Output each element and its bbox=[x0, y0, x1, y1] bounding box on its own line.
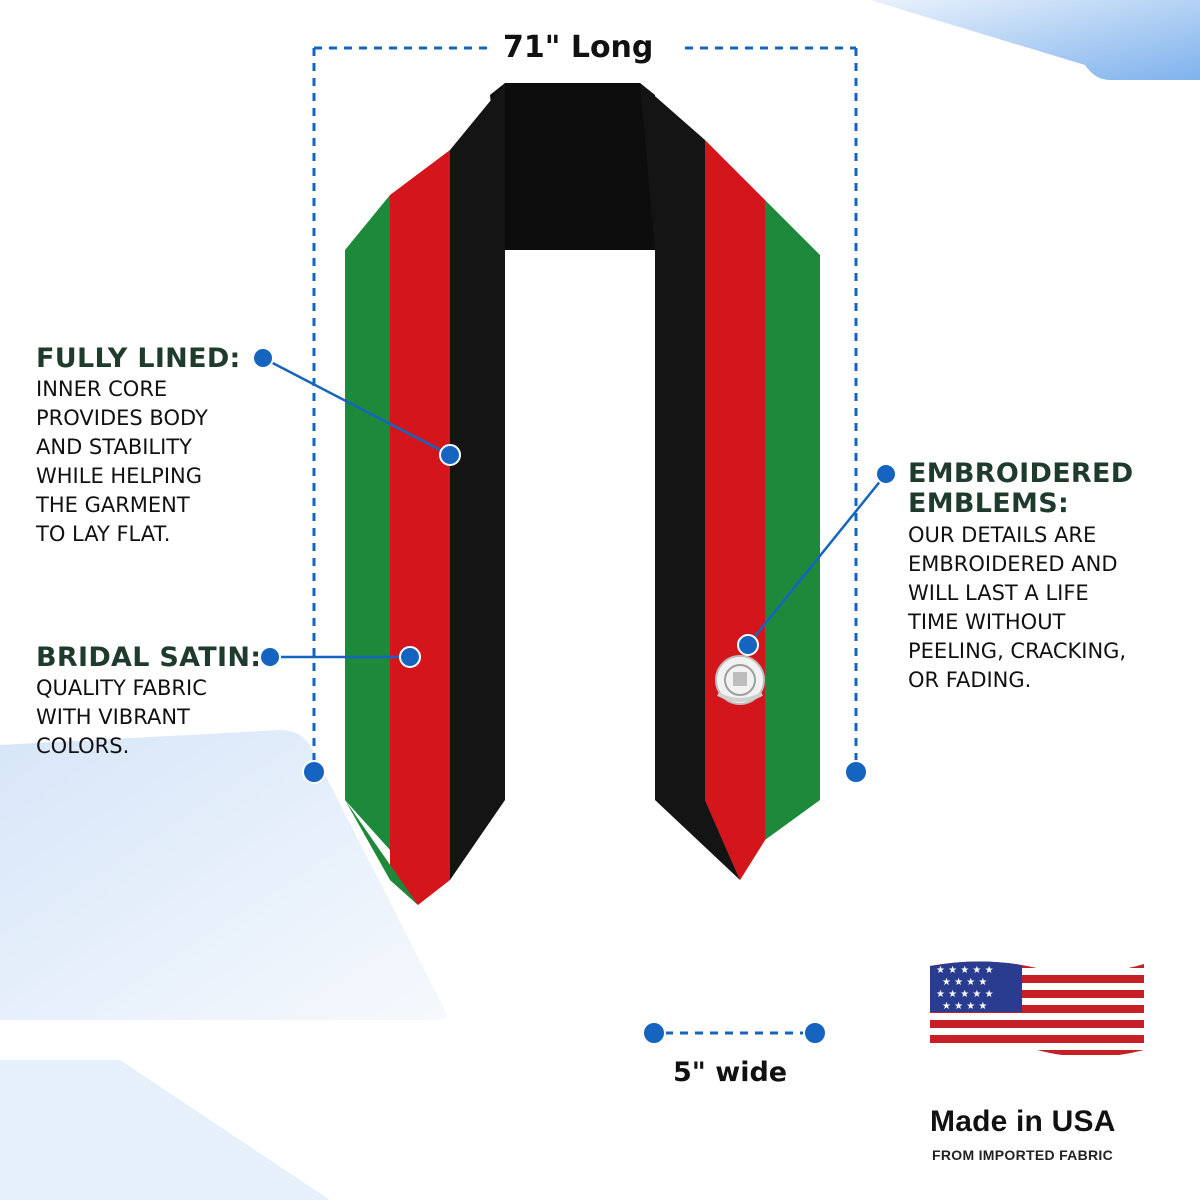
width-right-marker bbox=[803, 1021, 827, 1045]
callout-dot-emblem-label bbox=[875, 463, 897, 485]
bridal-satin-title: BRIDAL SATIN: bbox=[36, 642, 262, 673]
callout-dot-emblem-target bbox=[737, 634, 759, 656]
made-in-usa-subtitle: FROM IMPORTED FABRIC bbox=[932, 1147, 1113, 1163]
callout-dot-lined-label bbox=[252, 347, 274, 369]
us-flag-icon: ★ ★ ★ ★ ★ ★ ★ ★ ★ ★ ★ ★ ★ ★ ★ ★ ★ ★ bbox=[930, 961, 1144, 1055]
length-label: 71" Long bbox=[495, 30, 662, 66]
svg-text:★ ★ ★ ★ ★: ★ ★ ★ ★ ★ bbox=[936, 965, 994, 976]
svg-text:★ ★ ★ ★ ★: ★ ★ ★ ★ ★ bbox=[936, 989, 994, 1000]
width-label: 5" wide bbox=[665, 1055, 796, 1091]
callout-dot-satin-label bbox=[259, 646, 281, 668]
embroidered-emblems-body: OUR DETAILS ARE EMBROIDERED AND WILL LAS… bbox=[908, 523, 1127, 692]
callout-dot-satin-target bbox=[399, 646, 421, 668]
made-in-usa-title: Made in USA bbox=[930, 1105, 1116, 1138]
emblem-icon bbox=[715, 655, 765, 705]
bridal-satin-body: QUALITY FABRIC WITH VIBRANT COLORS. bbox=[36, 676, 207, 758]
length-right-marker bbox=[844, 760, 868, 784]
width-left-marker bbox=[642, 1021, 666, 1045]
fully-lined-body: INNER CORE PROVIDES BODY AND STABILITY W… bbox=[36, 377, 208, 546]
length-left-marker bbox=[302, 760, 326, 784]
callout-dot-lined-target bbox=[439, 444, 461, 466]
stole-neck bbox=[490, 83, 655, 250]
svg-text:★ ★ ★ ★: ★ ★ ★ ★ bbox=[942, 977, 987, 988]
stole-left-side bbox=[345, 83, 505, 905]
embroidered-emblems-title: EMBROIDERED EMBLEMS: bbox=[908, 458, 1134, 519]
fully-lined-title: FULLY LINED: bbox=[36, 343, 241, 374]
svg-text:★ ★ ★ ★: ★ ★ ★ ★ bbox=[942, 1001, 987, 1012]
